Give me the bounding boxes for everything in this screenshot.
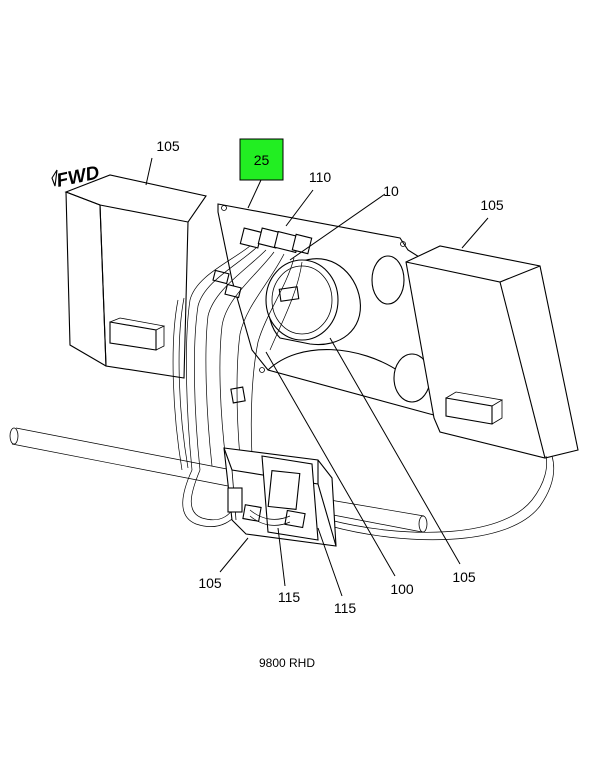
right-module-box [405,245,579,459]
highlight-box [239,138,284,181]
connector-block-top [212,227,313,404]
callout-105-left-box[interactable]: 105 [156,138,180,154]
leader-lines [145,157,489,597]
callout-105-bracket-lower[interactable]: 105 [198,575,222,591]
callout-105-right-box[interactable]: 105 [480,197,504,213]
callout-110[interactable]: 110 [309,169,332,185]
gauge-hole-upper [371,255,405,305]
diagram-caption: 9800 RHD [259,656,315,670]
highlight-label: 25 [254,152,270,168]
callout-115-right[interactable]: 115 [334,600,357,616]
left-module-box [64,174,207,379]
arrow-icon [51,169,58,187]
callout-115-left[interactable]: 115 [278,589,301,605]
callout-highlight-25[interactable]: 25 [239,138,284,181]
support-rod [9,427,428,533]
callout-100[interactable]: 100 [390,581,414,597]
lower-control-module [223,447,337,547]
callout-105-panel-lower[interactable]: 105 [452,569,476,585]
gauge-cylinder [265,258,361,346]
callout-10[interactable]: 10 [383,183,399,199]
callout-labels: 105 110 10 105 105 105 115 115 100 [156,138,504,616]
